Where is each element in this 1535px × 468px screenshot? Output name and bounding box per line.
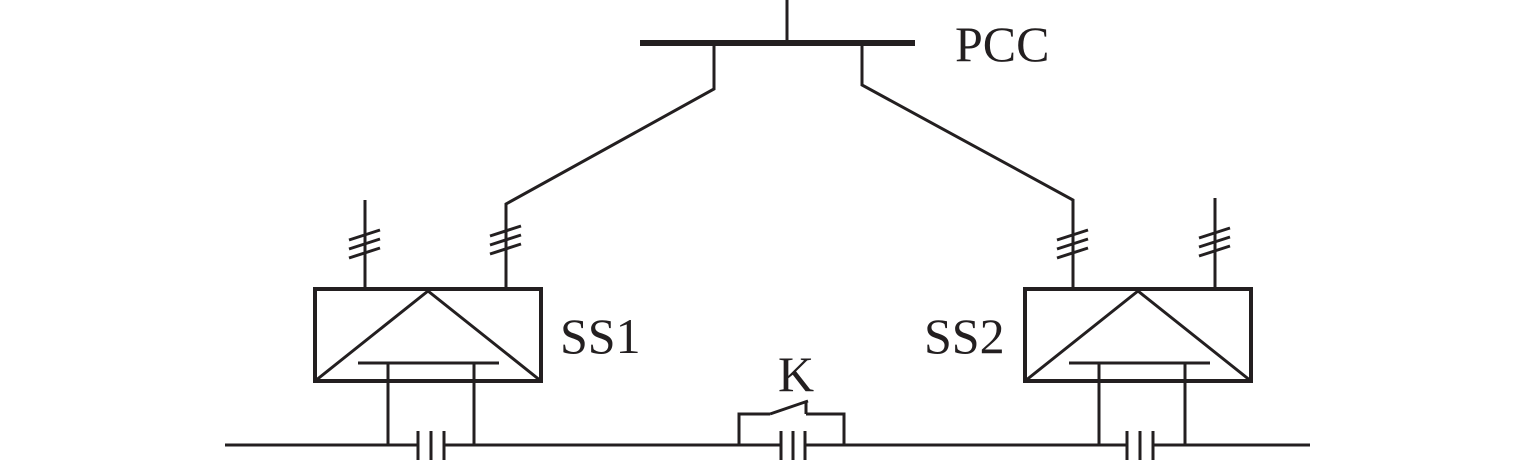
ss1-transformer-box (313, 287, 543, 383)
ss2-transformer-box (1023, 287, 1253, 383)
ss2-label: SS2 (924, 308, 1005, 364)
switch-bypass-left (737, 412, 770, 445)
section-insulator-icon (416, 431, 446, 460)
three-phase-mark-icon (1056, 228, 1089, 260)
pcc-label: PCC (955, 16, 1050, 72)
pcc-bus-group: PCC (640, 0, 1050, 72)
ss1-label: SS1 (560, 308, 641, 364)
bypass-switch-k: K (737, 346, 846, 445)
three-phase-mark-icon (489, 224, 522, 256)
switch-k-label: K (778, 346, 814, 402)
transformer-winding-icon (314, 289, 542, 383)
three-phase-mark-icon (1198, 226, 1231, 258)
switch-bypass-right (806, 412, 846, 445)
substation-ss1: SS1 (313, 200, 641, 445)
transformer-winding-icon (1024, 289, 1252, 383)
feeder-line-to-ss2 (860, 43, 1075, 288)
feeder-line-to-ss1 (504, 43, 716, 288)
section-insulator-icon (779, 431, 807, 460)
three-phase-mark-icon (348, 228, 381, 260)
feeder-left (489, 43, 716, 288)
section-insulator-icon (1125, 431, 1155, 460)
feeder-right (860, 43, 1089, 288)
substation-ss2: SS2 (924, 198, 1253, 445)
traction-line (225, 431, 1310, 460)
switch-blade-icon (769, 399, 809, 416)
